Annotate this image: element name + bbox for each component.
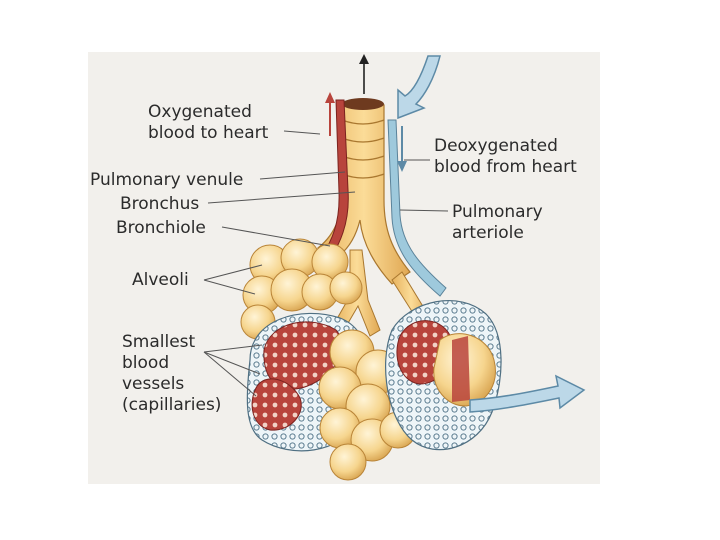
label-oxygenated-blood: Oxygenated blood to heart: [148, 102, 268, 144]
label-line: Smallest: [122, 332, 196, 352]
label-bronchiole: Bronchiole: [116, 218, 206, 238]
label-line: blood from heart: [434, 157, 577, 177]
label-pulmonary-venule: Pulmonary venule: [90, 170, 244, 190]
label-pulmonary-arteriole: Pulmonary arteriole: [452, 202, 543, 244]
pulmonary-arteriole-vessel: [387, 119, 447, 297]
label-alveoli: Alveoli: [132, 270, 189, 290]
label-line: Pulmonary: [452, 202, 543, 222]
label-line: (capillaries): [122, 395, 222, 415]
outflow-arrow: [469, 374, 586, 413]
label-deoxygenated-blood: Deoxygenated blood from heart: [434, 136, 577, 178]
label-line: arteriole: [452, 223, 524, 243]
alveoli-cluster-upper: [240, 238, 363, 340]
alveoli-cluster-lower: [318, 329, 417, 481]
lung-alveoli-diagram: Oxygenated blood to heart Deoxygenated b…: [88, 52, 600, 484]
label-smallest-blood-vessels: Smallest blood vessels (capillaries): [122, 332, 221, 416]
label-line: Deoxygenated: [434, 136, 558, 156]
label-bronchus: Bronchus: [120, 194, 200, 214]
label-line: Oxygenated: [148, 102, 252, 122]
label-line: blood to heart: [148, 123, 269, 143]
capillary-cluster-right: [385, 300, 502, 451]
label-line: blood: [122, 353, 170, 373]
leader-lines: [203, 130, 449, 397]
label-line: vessels: [122, 374, 185, 394]
inflow-arrow: [397, 55, 441, 120]
